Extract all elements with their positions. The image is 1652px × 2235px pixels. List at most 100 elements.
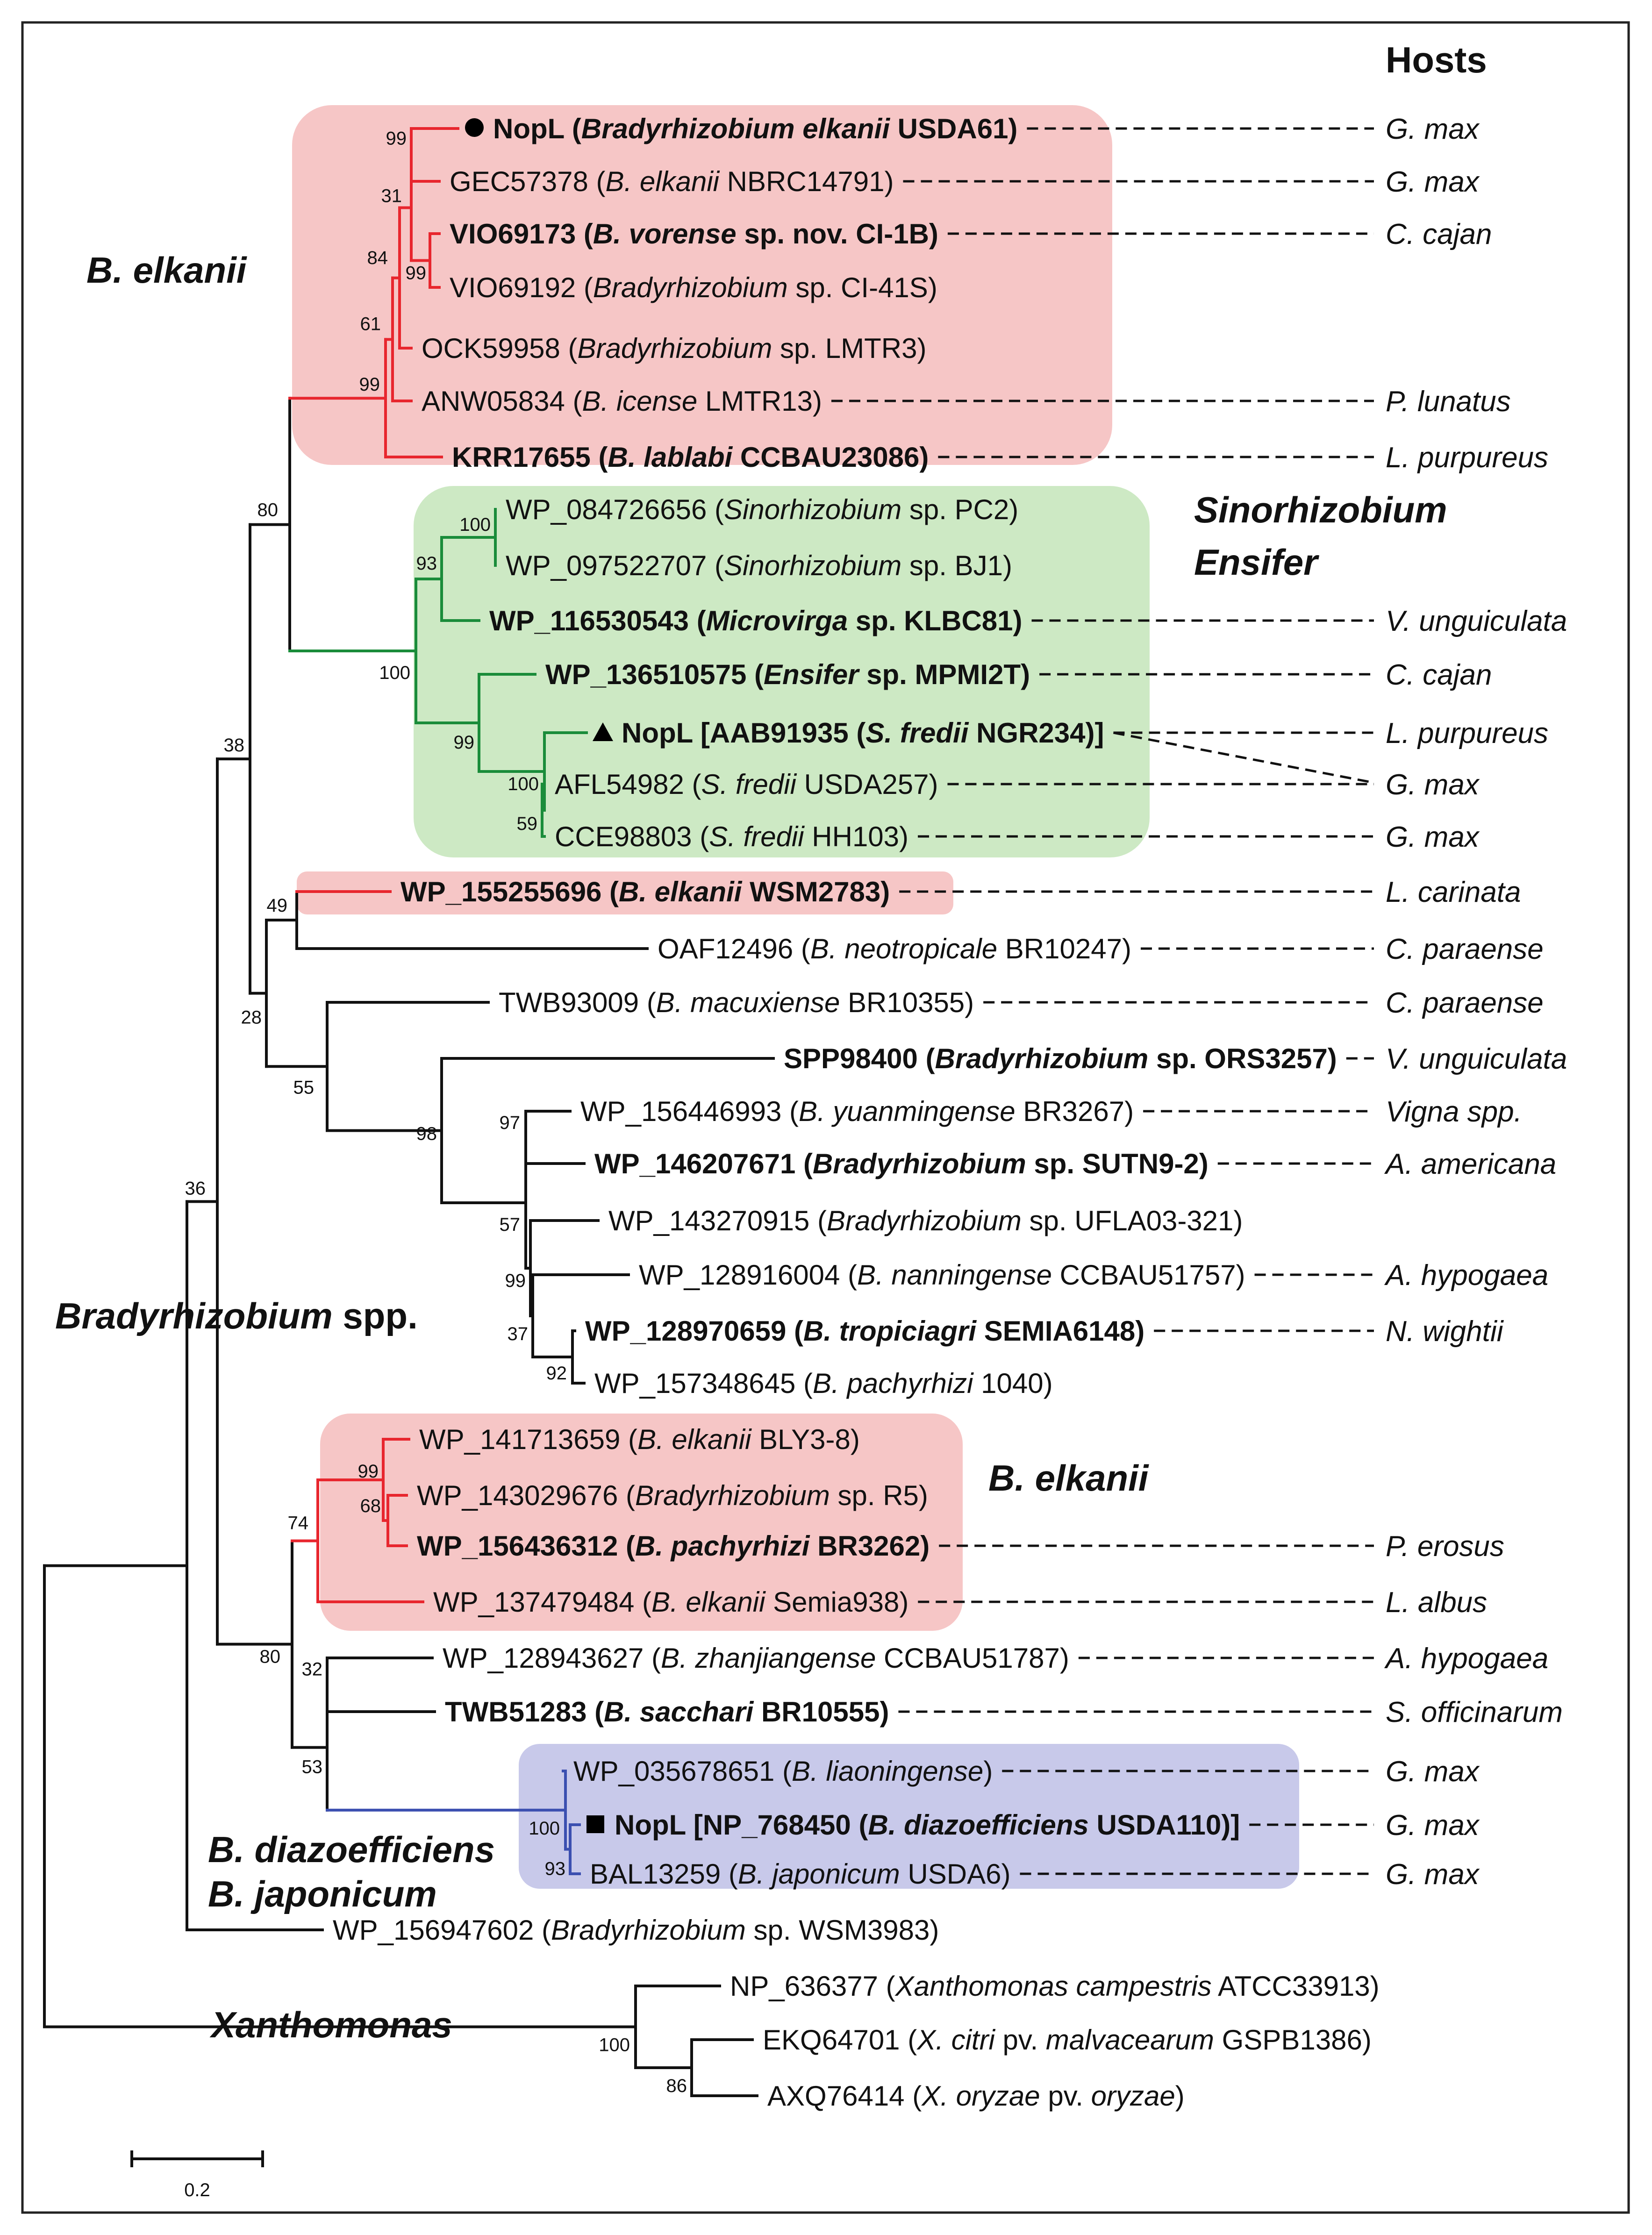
leaf-label-part: WP_084726656 (: [506, 494, 724, 525]
clade-label-bradyrhizobium-genus: Bradyrhizobium: [55, 1295, 333, 1336]
leaf-label-part: Bradyrhizobium: [578, 333, 772, 364]
leaf-label-part: WP_143270915 (: [608, 1205, 827, 1236]
leaf-label-part: sp. WSM3983): [746, 1914, 939, 1946]
leaf-label: WP_097522707 (Sinorhizobium sp. BJ1): [506, 550, 1012, 581]
bootstrap-value: 99: [359, 374, 380, 395]
leaf-label-part: WP_128970659 (: [585, 1315, 803, 1347]
bootstrap-value: 55: [293, 1077, 315, 1098]
leaf-label: EKQ64701 (X. citri pv. malvacearum GSPB1…: [763, 2024, 1372, 2056]
leaf-label-part: NGR234)]: [968, 717, 1104, 749]
leaf-label-part: B. japonicum: [738, 1858, 900, 1890]
leaf-label: WP_143029676 (Bradyrhizobium sp. R5): [417, 1480, 928, 1511]
bootstrap-value: 93: [416, 553, 437, 574]
host-label: L. purpureus: [1386, 717, 1548, 750]
host-connector: [1113, 731, 1374, 784]
bootstrap-value: 100: [599, 2035, 630, 2056]
leaf-label-part: WP_128943627 (: [443, 1642, 661, 1674]
leaf-label-part: B. neotropicale: [810, 933, 997, 964]
leaf-label-part: Sinorhizobium: [724, 494, 901, 525]
leaf-label-part: WP_035678651 (: [573, 1756, 792, 1787]
leaf-label-part: AFL54982 (: [555, 769, 701, 800]
host-label: N. wightii: [1386, 1315, 1504, 1348]
leaf-label-part: CCBAU23086): [732, 442, 929, 473]
sinorhizobium-box: [414, 486, 1150, 857]
leaf-label-part: BLY3-8): [751, 1424, 859, 1455]
leaf-label: AXQ76414 (X. oryzae pv. oryzae): [767, 2080, 1185, 2112]
leaf-label-part: WP_116530543 (: [489, 605, 706, 636]
leaf-label: SPP98400 (Bradyrhizobium sp. ORS3257): [784, 1043, 1337, 1074]
leaf-label-part: Sinorhizobium: [724, 550, 901, 581]
leaf-label: TWB93009 (B. macuxiense BR10355): [499, 987, 974, 1018]
leaf-label-part: S. fredii: [701, 769, 797, 800]
leaf-label-part: OCK59958 (: [422, 333, 578, 364]
leaf-label-part: Bradyrhizobium: [935, 1043, 1149, 1074]
leaf-label-part: WP_156436312 (: [417, 1530, 635, 1562]
leaf-label-part: TWB51283 (: [445, 1696, 604, 1728]
leaf-label-part: VIO69173 (: [450, 218, 593, 250]
leaf-label-part: B. elkanii: [651, 1586, 766, 1618]
leaf-label-part: B. vorense: [593, 218, 737, 250]
leaf-label-part: Bradyrhizobium: [813, 1148, 1026, 1179]
leaf-label-part: B. lablabi: [608, 442, 733, 473]
leaf-label-part: WP_156446993 (: [580, 1096, 799, 1127]
leaf-label-part: Semia938): [765, 1586, 908, 1618]
host-label: C. paraense: [1386, 933, 1544, 965]
leaf-label-part: BR10355): [840, 987, 974, 1018]
leaf-label: WP_128943627 (B. zhanjiangense CCBAU5178…: [443, 1642, 1069, 1674]
bootstrap-value: 99: [386, 129, 407, 149]
leaf-label: NopL (Bradyrhizobium elkanii USDA61): [493, 113, 1017, 144]
leaf-label: WP_156436312 (B. pachyrhizi BR3262): [417, 1530, 930, 1562]
leaf-label-part: Bradyrhizobium: [593, 272, 788, 303]
leaf-label: WP_128970659 (B. tropiciagri SEMIA6148): [585, 1315, 1144, 1347]
leaf-label: GEC57378 (B. elkanii NBRC14791): [450, 166, 894, 197]
host-label: P. lunatus: [1386, 386, 1511, 418]
host-label: G. max: [1386, 113, 1480, 145]
leaf-label-part: B. macuxiense: [656, 987, 840, 1018]
leaf-label-part: ATCC33913): [1212, 1971, 1380, 2002]
leaf-label-part: B. tropiciagri: [803, 1315, 977, 1347]
leaf-label-part: Bradyrhizobium: [635, 1480, 830, 1511]
leaf-label-part: 1040): [973, 1368, 1052, 1399]
leaf-label: OCK59958 (Bradyrhizobium sp. LMTR3): [422, 333, 926, 364]
leaf-label-part: ): [983, 1756, 993, 1787]
leaf-label-part: sp. nov. CI-1B): [737, 218, 938, 250]
leaf-label-part: WP_141713659 (: [419, 1424, 637, 1455]
leaf-label-part: BR3262): [809, 1530, 930, 1562]
leaf-label: WP_157348645 (B. pachyrhizi 1040): [594, 1368, 1053, 1399]
leaf-label-part: BAL13259 (: [590, 1858, 738, 1890]
leaf-label-part: KRR17655 (: [452, 442, 608, 473]
leaf-label-part: sp. MPMI2T): [858, 659, 1030, 690]
bootstrap-value: 49: [267, 895, 288, 916]
leaf-label-part: Microvirga: [706, 605, 848, 636]
leaf-label: WP_116530543 (Microvirga sp. KLBC81): [489, 605, 1023, 636]
host-label: G. max: [1386, 1756, 1480, 1788]
leaf-label: KRR17655 (B. lablabi CCBAU23086): [452, 442, 929, 473]
host-label: C. paraense: [1386, 987, 1544, 1019]
host-label: L. purpureus: [1386, 442, 1548, 474]
leaf-label: TWB51283 (B. sacchari BR10555): [445, 1696, 889, 1728]
leaf-label-part: GSPB1386): [1214, 2024, 1372, 2056]
clade-label-ensifer: Ensifer: [1194, 542, 1319, 583]
leaf-label: WP_155255696 (B. elkanii WSM2783): [400, 876, 890, 907]
bootstrap-value: 84: [367, 248, 388, 268]
leaf-label: BAL13259 (B. japonicum USDA6): [590, 1858, 1010, 1890]
bootstrap-value: 28: [241, 1007, 262, 1028]
leaf-label-part: Xanthomonas campestris: [894, 1971, 1212, 2002]
leaf-label-part: B. pachyrhizi: [813, 1368, 974, 1399]
host-label: C. cajan: [1386, 659, 1492, 691]
hosts-title: Hosts: [1386, 39, 1487, 80]
leaf-label-part: WP_143029676 (: [417, 1480, 635, 1511]
leaf-label-part: CCE98803 (: [555, 821, 709, 852]
leaf-label-part: CCBAU51787): [876, 1642, 1069, 1674]
leaf-label-part: WP_137479484 (: [433, 1586, 651, 1618]
host-label: G. max: [1386, 821, 1480, 853]
bootstrap-value: 92: [546, 1363, 567, 1384]
bootstrap-value: 68: [360, 1496, 381, 1516]
leaf-label-part: WP_157348645 (: [594, 1368, 813, 1399]
host-label: G. max: [1386, 1858, 1480, 1891]
leaf-label: VIO69192 (Bradyrhizobium sp. CI-41S): [450, 272, 937, 303]
leaf-label-part: sp. LMTR3): [772, 333, 926, 364]
figure-frame: [21, 21, 1630, 2214]
leaf-label: WP_136510575 (Ensifer sp. MPMI2T): [545, 659, 1030, 690]
leaf-label-part: BR10555): [753, 1696, 889, 1728]
